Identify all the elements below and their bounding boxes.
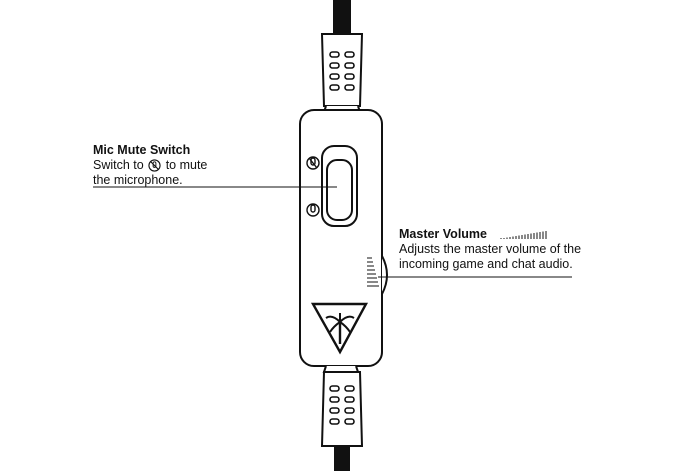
strain-relief-bottom (320, 365, 364, 447)
mic-mute-desc-after: to mute (165, 158, 208, 172)
cable-bottom-fill (334, 446, 350, 471)
mic-mute-callout: Mic Mute Switch Switch to to mute the mi… (93, 143, 207, 188)
cable-top-fill (334, 0, 350, 34)
mic-muted-icon-upper (306, 156, 320, 170)
volume-level-bars-icon (500, 230, 547, 239)
mic-icon-lower (306, 203, 320, 217)
mic-mute-desc-before: Switch to (93, 158, 144, 172)
master-volume-callout: Master Volume Adjusts the m (399, 227, 581, 272)
master-volume-title-row: Master Volume (399, 227, 581, 242)
mic-mute-desc-line1: Switch to to mute (93, 158, 207, 173)
mic-muted-icon (148, 159, 161, 172)
volume-wheel-ticks (367, 257, 379, 287)
mute-switch-knob (326, 159, 353, 221)
master-volume-desc-line1: Adjusts the master volume of the (399, 242, 582, 256)
volume-wheel (381, 255, 388, 295)
master-volume-desc-line2: incoming game and chat audio. (399, 257, 573, 271)
mic-mute-desc-line2: the microphone. (93, 173, 183, 187)
mic-mute-title: Mic Mute Switch (93, 143, 191, 157)
brand-logo-icon (310, 302, 369, 355)
master-volume-title: Master Volume (399, 227, 487, 241)
strain-relief-top (320, 33, 364, 113)
